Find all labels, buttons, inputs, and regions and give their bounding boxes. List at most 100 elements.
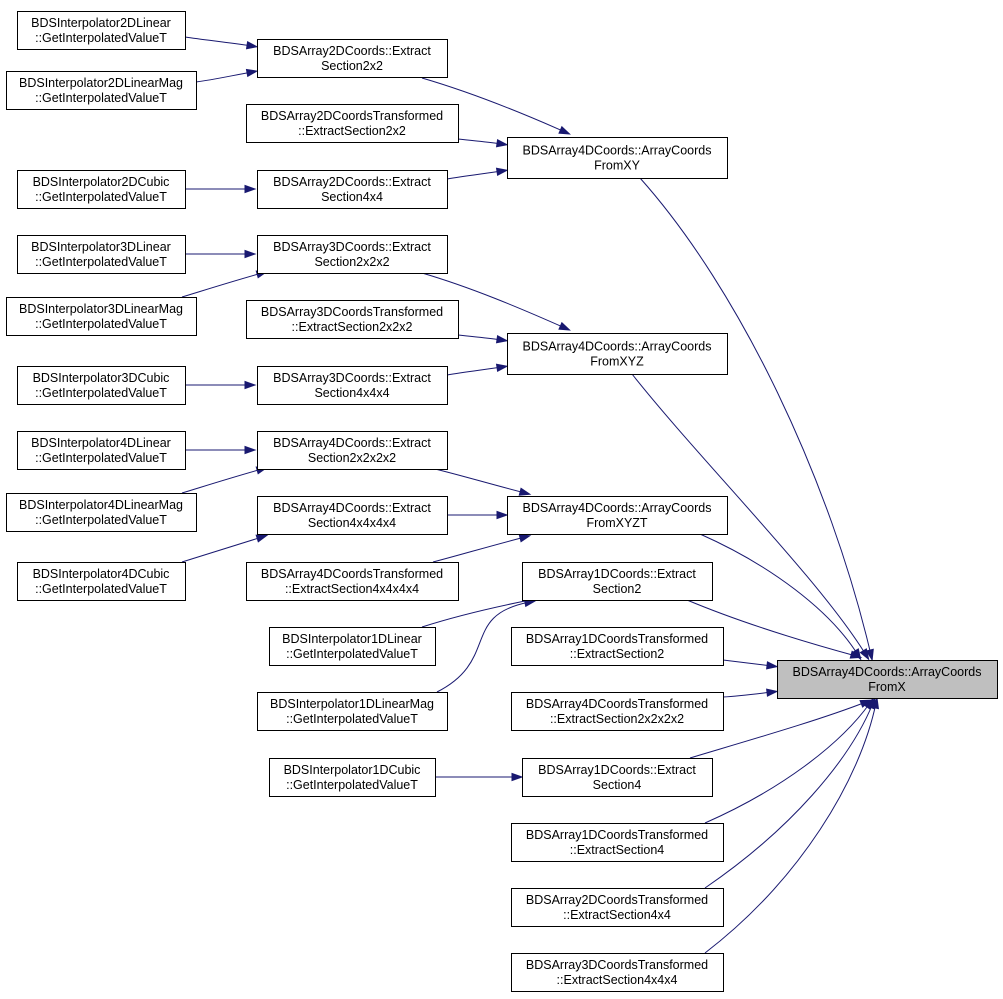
- node-a2d_2x2[interactable]: BDSArray2DCoords::ExtractSection2x2: [257, 39, 448, 78]
- node-box: [6, 297, 197, 336]
- node-label-line1: BDSArray3DCoordsTransformed: [526, 958, 708, 972]
- node-interp3dcub[interactable]: BDSInterpolator3DCubic::GetInterpolatedV…: [17, 366, 186, 405]
- node-label-line2: ::GetInterpolatedValueT: [286, 712, 418, 726]
- node-label-line2: Section4x4x4: [314, 386, 389, 400]
- edge-a4d_2x2x2x2-to-fromxyzt: [434, 468, 532, 496]
- node-interp4dcub[interactable]: BDSInterpolator4DCubic::GetInterpolatedV…: [17, 562, 186, 601]
- edge-a2dt_4x4-to-root: [704, 696, 876, 889]
- node-label-line2: FromXY: [594, 159, 641, 173]
- node-a3dt_4x4x4[interactable]: BDSArray3DCoordsTransformed::ExtractSect…: [511, 953, 724, 992]
- node-box: [17, 170, 186, 209]
- node-interp1dcub[interactable]: BDSInterpolator1DCubic::GetInterpolatedV…: [269, 758, 436, 797]
- edge-line: [446, 366, 503, 376]
- node-box: [511, 627, 724, 666]
- node-a4d_4x4x4x4[interactable]: BDSArray4DCoords::ExtractSection4x4x4x4: [257, 496, 448, 535]
- node-a1dt_4[interactable]: BDSArray1DCoordsTransformed::ExtractSect…: [511, 823, 724, 862]
- node-interp2dcub[interactable]: BDSInterpolator2DCubic::GetInterpolatedV…: [17, 170, 186, 209]
- edge-line: [446, 170, 503, 180]
- node-label-line2: ::GetInterpolatedValueT: [35, 582, 167, 596]
- edge-fromxyz-to-root: [631, 373, 870, 661]
- node-label-line2: ::ExtractSection2x2: [298, 124, 406, 138]
- node-box: [257, 366, 448, 405]
- node-label-line2: ::GetInterpolatedValueT: [35, 513, 167, 527]
- arrowhead-icon: [849, 650, 863, 659]
- node-a1d_2[interactable]: BDSArray1DCoords::ExtractSection2: [522, 562, 713, 601]
- node-label-line1: BDSInterpolator4DLinearMag: [19, 498, 183, 512]
- node-box: [257, 496, 448, 535]
- edge-a3d_2x2x2-to-fromxyz: [421, 272, 571, 331]
- node-label-line2: FromX: [868, 680, 906, 694]
- node-a3d_2x2x2[interactable]: BDSArray3DCoords::ExtractSection2x2x2: [257, 235, 448, 274]
- node-label-line2: Section2x2x2: [314, 255, 389, 269]
- node-a4d_2x2x2x2[interactable]: BDSArray4DCoords::ExtractSection2x2x2x2: [257, 431, 448, 470]
- node-a1dt_2[interactable]: BDSArray1DCoordsTransformed::ExtractSect…: [511, 627, 724, 666]
- node-a2d_4x4[interactable]: BDSArray2DCoords::ExtractSection4x4: [257, 170, 448, 209]
- edge-interp4dlin-to-a4d_2x2x2x2: [184, 445, 257, 455]
- edge-a4dt_2x2x2x2-to-root: [722, 688, 779, 698]
- node-label-line1: BDSArray4DCoords::Extract: [273, 501, 431, 515]
- node-interp2dlin[interactable]: BDSInterpolator2DLinear::GetInterpolated…: [17, 11, 186, 50]
- node-a4dt_2x2x2x2[interactable]: BDSArray4DCoordsTransformed::ExtractSect…: [511, 692, 724, 731]
- node-label-line2: ::GetInterpolatedValueT: [35, 255, 167, 269]
- edge-line: [434, 468, 526, 494]
- node-label-line1: BDSInterpolator3DCubic: [33, 371, 170, 385]
- arrowhead-icon: [244, 380, 257, 390]
- node-box: [246, 300, 459, 339]
- edge-line: [631, 373, 867, 656]
- edge-a3d_4x4x4-to-fromxyz: [446, 363, 509, 376]
- nodes-layer: BDSInterpolator2DLinear::GetInterpolated…: [6, 11, 998, 992]
- edge-fromxy-to-root: [639, 177, 874, 662]
- node-label-line1: BDSArray1DCoordsTransformed: [526, 828, 708, 842]
- node-box: [511, 953, 724, 992]
- edge-line: [704, 702, 877, 954]
- node-box: [6, 493, 197, 532]
- edge-line: [421, 599, 531, 628]
- arrowhead-icon: [558, 321, 571, 331]
- edge-line: [181, 272, 263, 298]
- node-a3dt_2x2x2[interactable]: BDSArray3DCoordsTransformed::ExtractSect…: [246, 300, 459, 339]
- node-label-line1: BDSInterpolator3DLinear: [31, 240, 171, 254]
- node-box: [257, 39, 448, 78]
- edge-a2dt_2x2-to-fromxy: [457, 138, 509, 148]
- arrowhead-icon: [766, 688, 779, 697]
- edge-line: [421, 272, 566, 329]
- edge-line: [457, 138, 503, 145]
- edge-a4dt_4x4x4x4-to-fromxyzt: [432, 534, 532, 563]
- arrowhead-icon: [518, 487, 532, 496]
- node-a4dt_4x4x4x4[interactable]: BDSArray4DCoordsTransformed::ExtractSect…: [246, 562, 459, 601]
- node-box: [511, 823, 724, 862]
- node-a1d_4[interactable]: BDSArray1DCoords::ExtractSection4: [522, 758, 713, 797]
- node-label-line2: ::ExtractSection4x4: [563, 908, 671, 922]
- arrowhead-icon: [495, 335, 509, 344]
- node-a2dt_4x4[interactable]: BDSArray2DCoordsTransformed::ExtractSect…: [511, 888, 724, 927]
- node-label-line1: BDSInterpolator2DLinearMag: [19, 76, 183, 90]
- arrowhead-icon: [870, 696, 879, 710]
- node-interp4dlin[interactable]: BDSInterpolator4DLinear::GetInterpolated…: [17, 431, 186, 470]
- arrowhead-icon: [245, 41, 259, 50]
- node-label-line2: ::GetInterpolatedValueT: [286, 647, 418, 661]
- node-interp1dlinmag[interactable]: BDSInterpolator1DLinearMag::GetInterpola…: [257, 692, 448, 731]
- node-box: [246, 562, 459, 601]
- node-interp2dlinmag[interactable]: BDSInterpolator2DLinearMag::GetInterpola…: [6, 71, 197, 110]
- node-interp3dlinmag[interactable]: BDSInterpolator3DLinearMag::GetInterpola…: [6, 297, 197, 336]
- arrowhead-icon: [244, 249, 257, 259]
- node-interp3dlin[interactable]: BDSInterpolator3DLinear::GetInterpolated…: [17, 235, 186, 274]
- node-box: [17, 11, 186, 50]
- node-a3d_4x4x4[interactable]: BDSArray3DCoords::ExtractSection4x4x4: [257, 366, 448, 405]
- edge-line: [432, 536, 526, 563]
- node-interp4dlinmag[interactable]: BDSInterpolator4DLinearMag::GetInterpola…: [6, 493, 197, 532]
- edge-interp2dlinmag-to-a2d_2x2: [195, 68, 259, 83]
- edge-line: [704, 702, 874, 889]
- edge-a2d_2x2-to-fromxy: [421, 77, 571, 135]
- node-a2dt_2x2[interactable]: BDSArray2DCoordsTransformed::ExtractSect…: [246, 104, 459, 143]
- edge-a1dt_4-to-root: [704, 697, 874, 824]
- arrowhead-icon: [511, 772, 524, 782]
- node-label-line1: BDSArray2DCoordsTransformed: [261, 109, 443, 123]
- node-box: [257, 235, 448, 274]
- node-interp1dlin[interactable]: BDSInterpolator1DLinear::GetInterpolated…: [269, 627, 436, 666]
